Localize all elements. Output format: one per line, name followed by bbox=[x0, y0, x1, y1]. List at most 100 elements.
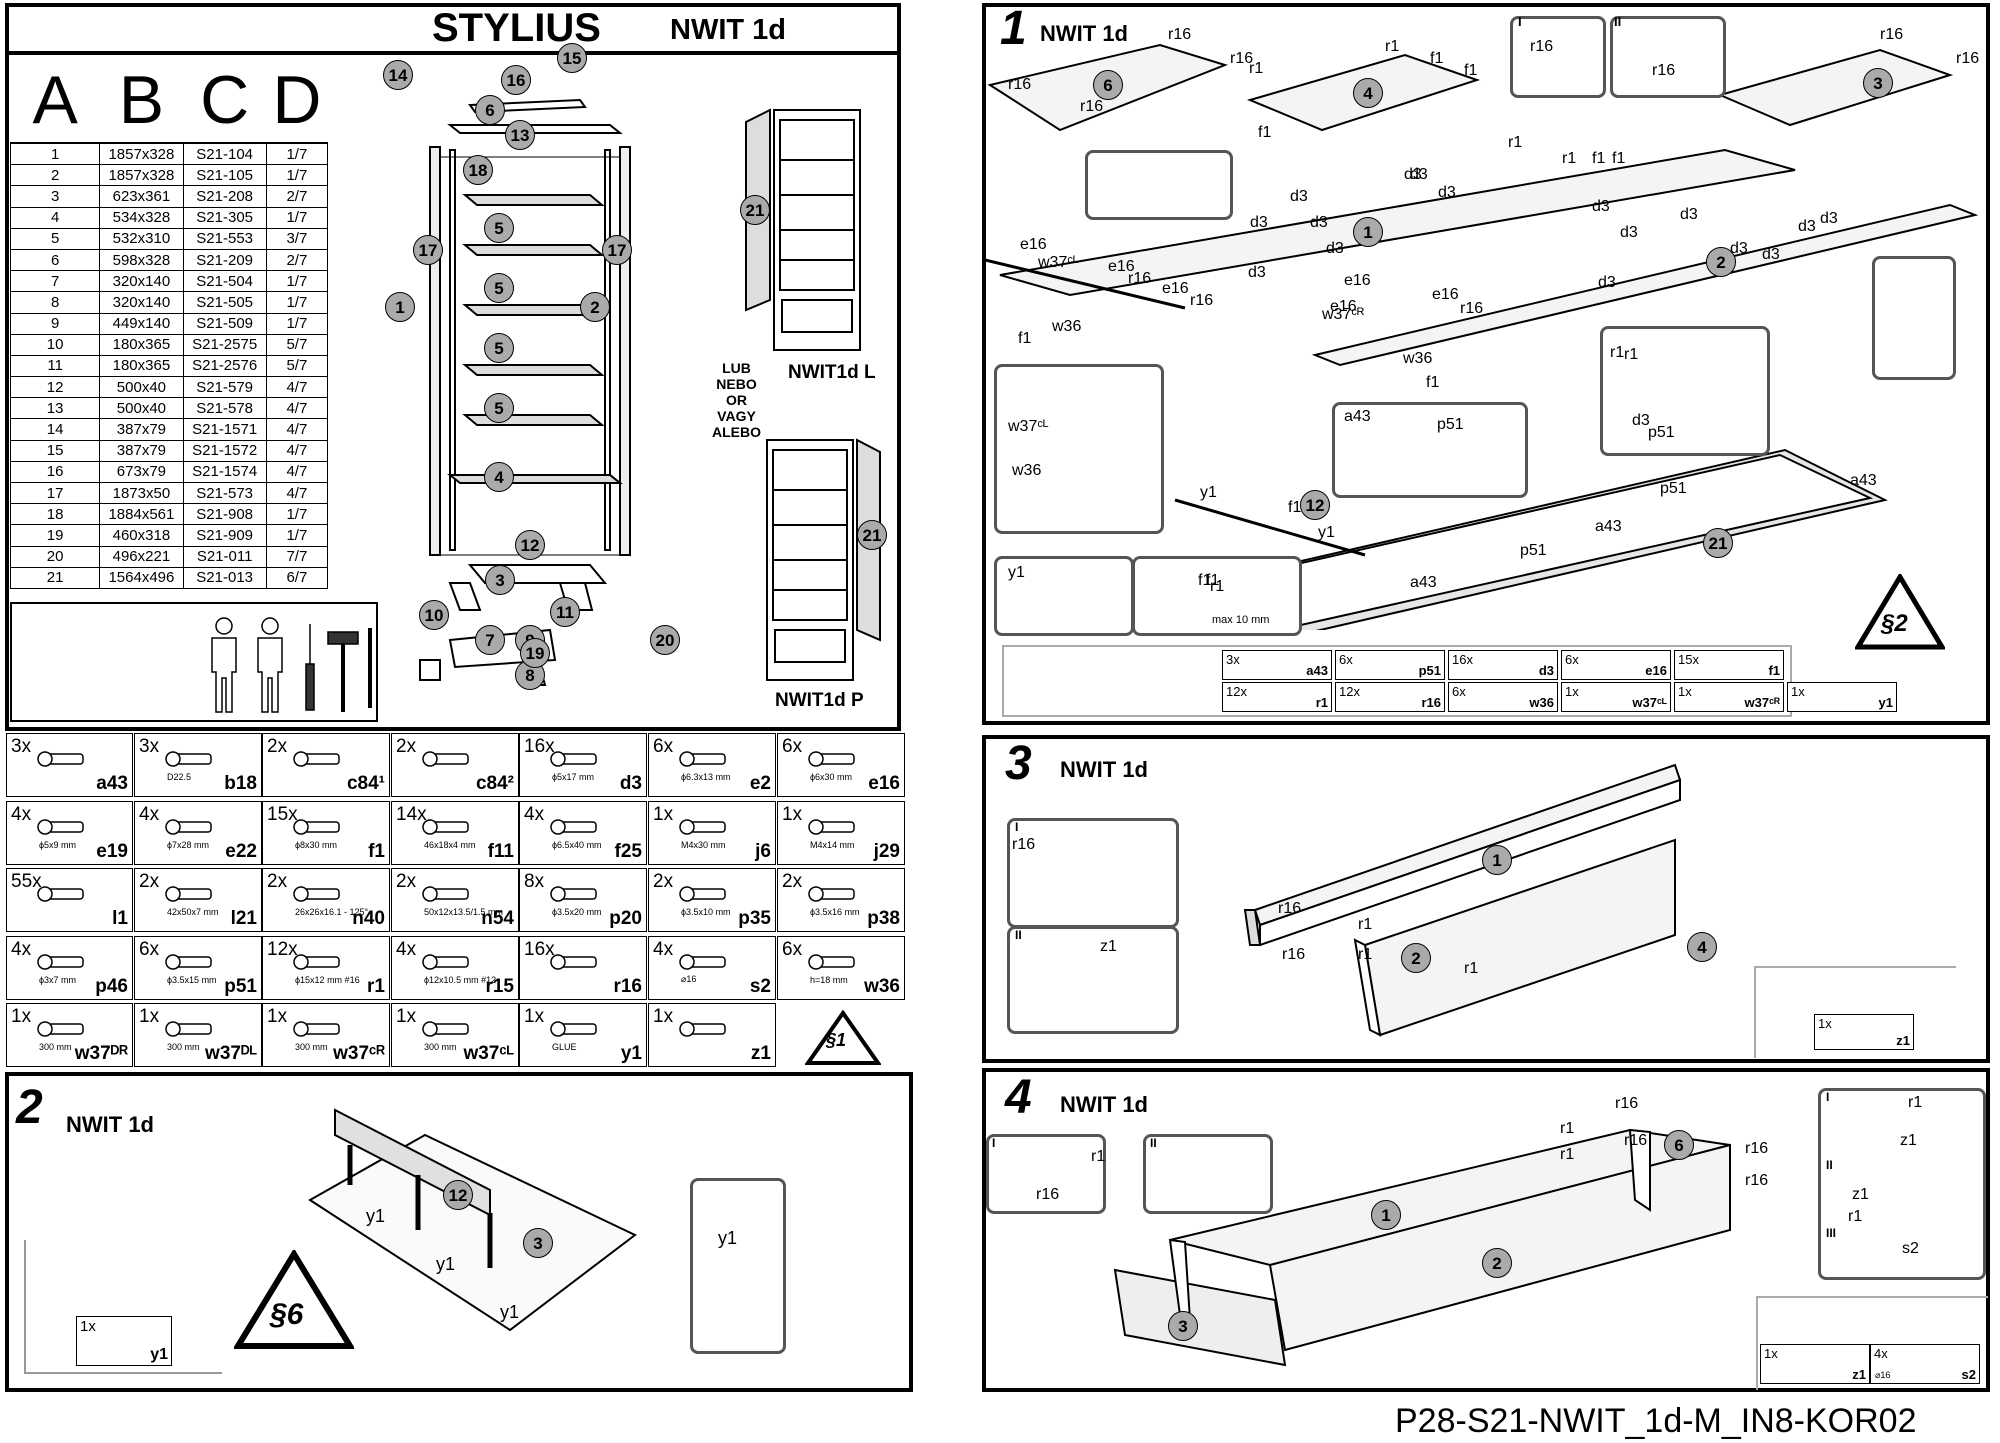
step-1-hardware-label: p51 bbox=[1660, 480, 1687, 497]
step-1-detail-d3 bbox=[1872, 256, 1956, 380]
step-4-hardware-label: r16 bbox=[1624, 1132, 1648, 1149]
step-1-hardware-label: d3 bbox=[1762, 246, 1780, 263]
step-2-detail bbox=[690, 1178, 786, 1354]
parts-cell: 6 bbox=[9, 248, 101, 272]
exploded-part-label: 11 bbox=[550, 597, 580, 627]
exploded-part-label: 19 bbox=[520, 638, 550, 668]
step-1-part-label: 2 bbox=[1706, 247, 1736, 277]
step-1-strip-qty: 6x bbox=[1339, 652, 1353, 667]
hardware-size: ϕ6.5x40 mm bbox=[552, 839, 602, 850]
parts-cell: S21-104 bbox=[182, 142, 267, 166]
parts-cell: 387x79 bbox=[99, 439, 184, 462]
parts-cell: S21-504 bbox=[182, 270, 267, 293]
hardware-e2-icon bbox=[679, 751, 726, 767]
hardware-code: w36 bbox=[864, 975, 900, 997]
step-4-hardware-label: r1 bbox=[1560, 1146, 1575, 1163]
step-1-hardware-label: w37ᶜᴸ bbox=[1038, 254, 1079, 271]
step-1-hardware-label: d3 bbox=[1310, 214, 1328, 231]
step-1-badge-icon bbox=[1855, 574, 1945, 650]
step-1-hardware-label: p51 bbox=[1437, 416, 1464, 433]
step-4-part-label: 6 bbox=[1664, 1130, 1694, 1160]
step-1-hardware-label: r16 bbox=[1880, 26, 1904, 43]
step-4-tool-item-2: 4x ⌀16 s2 bbox=[1870, 1344, 1980, 1384]
parts-cell: 1/7 bbox=[265, 503, 329, 526]
step-1-hardware-strip bbox=[1002, 645, 1792, 717]
step-1-strip-qty: 16x bbox=[1452, 652, 1473, 667]
step-1-hardware-label: w37ᶜᴿ bbox=[1322, 306, 1365, 323]
hardware-qty: 1x bbox=[11, 1006, 32, 1027]
step-1-hardware-label: y1 bbox=[1318, 524, 1335, 541]
parts-cell: 4/7 bbox=[265, 481, 329, 505]
parts-cell: 7/7 bbox=[265, 545, 329, 568]
hardware-code: f25 bbox=[614, 840, 642, 862]
hardware-p46-icon bbox=[37, 953, 84, 970]
step-4-detail-right bbox=[1818, 1088, 1986, 1280]
hardware-w36-icon bbox=[808, 953, 855, 970]
step-1-hardware-label: r16 bbox=[1080, 98, 1104, 115]
step-3-hardware-label: r16 bbox=[1282, 946, 1306, 963]
step-1-detail-a43 bbox=[1332, 402, 1528, 498]
hardware-code: f11 bbox=[487, 840, 514, 862]
step-2-badge-icon bbox=[234, 1250, 354, 1349]
hardware-code: r1 bbox=[367, 975, 385, 997]
step-1-hardware-label: d3 bbox=[1438, 184, 1456, 201]
hardware-code: s2 bbox=[749, 975, 771, 997]
parts-cell: S21-208 bbox=[182, 185, 267, 208]
alternative-word: ALEBO bbox=[712, 424, 761, 440]
hardware-code: w37ᴰᴸ bbox=[205, 1043, 257, 1064]
hardware-size: ϕ3x7 mm bbox=[39, 974, 77, 985]
step-1-strip-qty: 1x bbox=[1565, 684, 1579, 699]
hardware-size: ϕ6x30 mm bbox=[810, 772, 853, 782]
hardware-w37-icon bbox=[165, 1021, 212, 1037]
hardware-size: 42x50x7 mm bbox=[167, 907, 219, 917]
step-1-part-label: 6 bbox=[1093, 70, 1123, 100]
parts-cell: 1/7 bbox=[265, 524, 329, 547]
hardware-size: 300 mm bbox=[167, 1042, 200, 1052]
hardware-code: e19 bbox=[96, 840, 128, 862]
hardware-size: 50x12x13.5/1.5 mm bbox=[424, 907, 504, 917]
hardware-code: j6 bbox=[755, 840, 771, 862]
step-1-detail-w37 bbox=[994, 364, 1164, 534]
step-1-strip-code: y1 bbox=[1878, 695, 1893, 710]
step-1-strip-code: w37ᶜᴿ bbox=[1744, 695, 1780, 710]
hardware-code: e16 bbox=[868, 773, 900, 794]
step-1-hardware-label: r1 bbox=[1210, 578, 1225, 595]
hardware-qty: 6x bbox=[782, 736, 803, 757]
step-1-strip-code: d3 bbox=[1538, 663, 1554, 678]
hardware-size: ϕ5x9 mm bbox=[39, 839, 77, 850]
step-3-part-label: 2 bbox=[1401, 943, 1431, 973]
hardware-code: w37ᴰᴿ bbox=[74, 1043, 128, 1064]
hardware-size: ϕ3.5x16 mm bbox=[810, 907, 860, 917]
step-1-strip-code: a43 bbox=[1306, 663, 1328, 678]
parts-cell: 3/7 bbox=[265, 227, 329, 250]
hardware-size: 26x26x16.1 - 125° bbox=[295, 907, 369, 917]
step-1-hardware-label: d3 bbox=[1290, 188, 1308, 205]
hardware-n40-icon bbox=[293, 886, 340, 902]
step-1-hardware-label: r16 bbox=[1168, 26, 1192, 43]
hardware-f1-icon bbox=[293, 818, 340, 835]
parts-cell: 17 bbox=[9, 481, 101, 505]
step-2-label: NWIT 1d bbox=[66, 1112, 154, 1137]
hardware-w37-icon bbox=[422, 1021, 469, 1037]
step-1-number: 1 bbox=[1000, 2, 1027, 55]
parts-column-b: B bbox=[99, 58, 184, 144]
step-1-hardware-label: r16 bbox=[1460, 300, 1484, 317]
section-badge-1-icon bbox=[805, 1010, 881, 1065]
parts-cell: 180x365 bbox=[99, 354, 184, 378]
hardware-size: M4x30 mm bbox=[681, 839, 726, 850]
parts-cell: 532x310 bbox=[99, 227, 184, 250]
hardware-size: 300 mm bbox=[39, 1042, 72, 1052]
hardware-code: e2 bbox=[749, 773, 771, 794]
parts-cell: S21-305 bbox=[182, 206, 267, 229]
hardware-p35-icon bbox=[679, 886, 726, 902]
hardware-qty: 1x bbox=[524, 1006, 545, 1027]
parts-cell: 1884x561 bbox=[99, 503, 184, 526]
